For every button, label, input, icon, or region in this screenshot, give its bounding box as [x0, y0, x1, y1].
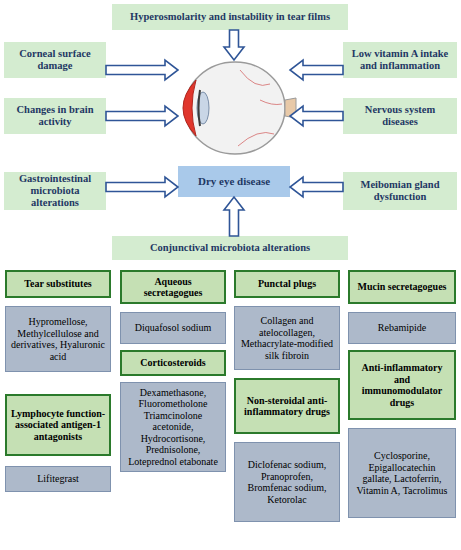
box-text: Changes in brain activity [8, 104, 102, 128]
box-text: Gastrointestinal microbiota alterations [8, 173, 102, 209]
drug-list-box: Diquafosol sodium [120, 312, 226, 344]
drug-list-box: Lifitegrast [5, 466, 111, 492]
cause-box: Gastrointestinal microbiota alterations [4, 172, 106, 210]
box-text: Mucin secretagogues [358, 281, 447, 293]
box-text: Anti-inflammatory and immunomodulator dr… [353, 362, 451, 408]
box-text: Tear substitutes [24, 278, 92, 290]
disease-box: Dry eye disease [178, 60, 290, 197]
cause-box: Low vitamin A intake and inflammation [343, 42, 457, 78]
eye-globe [185, 62, 285, 154]
treatment-class-box: Tear substitutes [5, 270, 111, 298]
box-text: Punctal plugs [258, 278, 316, 290]
cause-box: Changes in brain activity [4, 98, 106, 134]
optic-nerve [285, 98, 296, 118]
box-text: Meibomian gland dysfunction [347, 179, 453, 203]
cause-box: Corneal surface damage [4, 42, 106, 78]
drug-list-box: Dexamethasone, Fluorometholone Triamcino… [120, 382, 226, 472]
cause-box: Hyperosmolarity and instability in tear … [112, 4, 348, 30]
box-text: Non-steroidal anti-inflammatory drugs [239, 395, 335, 418]
drug-list-box: Hypromellose, Methylcellulose and deriva… [5, 306, 111, 372]
cause-box: Nervous system diseases [343, 98, 457, 134]
box-text: Hyperosmolarity and instability in tear … [130, 11, 330, 23]
box-text: Lymphocyte function-associated antigen-1… [10, 408, 106, 443]
block-arrow [106, 60, 178, 80]
cornea [183, 80, 196, 136]
cause-box: Meibomian gland dysfunction [343, 172, 457, 210]
block-arrow [290, 106, 343, 126]
box-text: Diclofenac sodium, Pranoprofen, Bromfena… [239, 459, 335, 505]
box-text: Rebamipide [378, 322, 426, 334]
drug-list-box: Cyclosporine, Epigallocatechin gallate, … [348, 428, 456, 518]
block-arrow [106, 177, 178, 197]
drug-list-box: Collagen and atelocollagen, Methacrylate… [234, 306, 340, 370]
eye-vessels [238, 70, 282, 146]
box-text: Diquafosol sodium [135, 322, 211, 334]
treatment-class-box: Aqueous secretagogues [120, 270, 226, 304]
treatment-class-box: Mucin secretagogues [348, 270, 456, 304]
box-text: Nervous system diseases [347, 104, 453, 128]
block-arrow [290, 177, 343, 197]
cause-box: Conjunctival microbiota alterations [112, 236, 348, 260]
box-text: Dry eye disease [178, 166, 290, 197]
box-text: Lifitegrast [37, 473, 79, 485]
treatment-class-box: Lymphocyte function-associated antigen-1… [5, 394, 111, 456]
box-text: Collagen and atelocollagen, Methacrylate… [239, 315, 335, 361]
treatment-class-box: Corticosteroids [120, 350, 226, 376]
box-text: Corticosteroids [140, 357, 205, 369]
block-arrow [224, 197, 244, 236]
treatment-class-box: Non-steroidal anti-inflammatory drugs [234, 378, 340, 434]
box-text: Conjunctival microbiota alterations [150, 242, 310, 254]
box-text: Low vitamin A intake and inflammation [347, 48, 453, 72]
box-text: Dexamethasone, Fluorometholone Triamcino… [125, 387, 221, 468]
box-text: Aqueous secretagogues [125, 276, 221, 299]
box-text: Hypromellose, Methylcellulose and deriva… [10, 316, 106, 362]
drug-list-box: Rebamipide [348, 312, 456, 344]
block-arrow [106, 106, 178, 126]
drug-list-box: Diclofenac sodium, Pranoprofen, Bromfena… [234, 442, 340, 522]
box-text: Corneal surface damage [8, 48, 102, 72]
block-arrow [224, 30, 244, 60]
treatment-class-box: Punctal plugs [234, 270, 340, 298]
treatment-class-box: Anti-inflammatory and immunomodulator dr… [348, 350, 456, 420]
iris [199, 90, 201, 126]
box-text: Cyclosporine, Epigallocatechin gallate, … [353, 450, 451, 496]
block-arrow [290, 60, 343, 80]
